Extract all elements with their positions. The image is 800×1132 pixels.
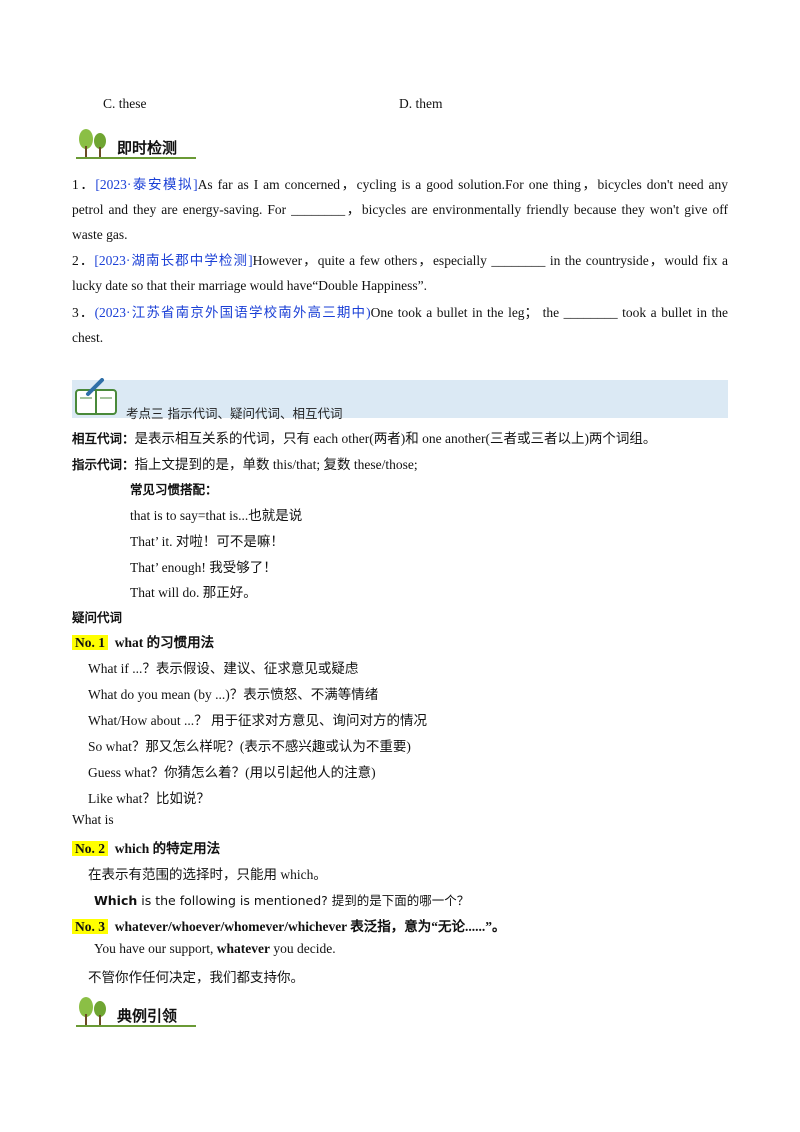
collocations-heading: 常见习惯搭配：: [130, 482, 218, 497]
no2-badge: No. 2: [72, 841, 108, 856]
book-pencil-icon: [75, 378, 117, 415]
no1-item: Like what？比如说？: [88, 791, 210, 806]
tree-icon: [79, 997, 106, 1026]
no1-item: What/How about ...？ 用于征求对方意见、询问对方的情况: [88, 713, 427, 728]
demonstrative-pronoun-line: 指示代词：指上文提到的是，单数 this/that; 复数 these/thos…: [72, 457, 418, 472]
no3-example: You have our support, whatever you decid…: [94, 941, 336, 956]
no1-badge: No. 1: [72, 635, 108, 650]
no2-line: 在表示有范围的选择时，只能用 which。: [88, 867, 327, 882]
collocation-item: that is to say=that is...也就是说: [130, 508, 303, 523]
question-1-line-2: petrol and they are energy-saving. For _…: [72, 202, 728, 217]
no1-item: Guess what？你猜怎么着？(用以引起他人的注意): [88, 765, 376, 780]
no1-extra: What is: [72, 812, 114, 827]
question-3-line-2: chest.: [72, 330, 104, 345]
question-2-line-1: 2．[2023·湖南长郡中学检测]However，quite a few oth…: [72, 253, 728, 268]
question-3-line-1: 3．(2023·江苏省南京外国语学校南外高三期中)One took a bull…: [72, 305, 728, 320]
no2-example: Which is the following is mentioned? 提到的…: [94, 893, 470, 908]
tree-icon: [79, 129, 106, 158]
question-2-line-2: lucky date so that their marriage would …: [72, 278, 428, 293]
no1-item: What do you mean (by ...)？表示愤怒、不满等情绪: [88, 687, 379, 702]
no3-translation: 不管你作任何决定，我们都支持你。: [88, 970, 304, 985]
question-1-line-1: 1．[2023·泰安模拟]As far as I am concerned，cy…: [72, 177, 728, 192]
no3-heading: No. 3 whatever/whoever/whomever/whicheve…: [72, 915, 506, 935]
section-title-quick-check: 即时检测: [117, 139, 178, 157]
section-underline: [76, 1025, 196, 1027]
collocation-item: That’ it. 对啦！可不是嘛！: [130, 534, 284, 549]
collocation-item: That will do. 那正好。: [130, 585, 257, 600]
no3-badge: No. 3: [72, 919, 108, 934]
no1-item: What if ...？表示假设、建议、征求意见或疑虑: [88, 661, 359, 676]
collocation-item: That’ enough! 我受够了！: [130, 560, 277, 575]
no1-heading: No. 1 what 的习惯用法: [72, 631, 214, 651]
option-c: C. these: [103, 96, 147, 111]
section-underline: [76, 157, 196, 159]
no2-heading: No. 2 which 的特定用法: [72, 837, 220, 857]
section-title-examples: 典例引领: [117, 1007, 178, 1025]
reciprocal-pronoun-line: 相互代词：是表示相互关系的代词，只有 each other(两者)和 one a…: [72, 431, 657, 446]
interrogative-heading: 疑问代词: [72, 610, 123, 625]
option-d: D. them: [399, 96, 443, 111]
topic-banner: [72, 380, 728, 418]
no1-item: So what？那又怎么样呢？(表示不感兴趣或认为不重要): [88, 739, 411, 754]
topic-banner-title: 考点三 指示代词、疑问代词、相互代词: [126, 406, 343, 421]
question-1-line-3: waste gas.: [72, 227, 128, 242]
